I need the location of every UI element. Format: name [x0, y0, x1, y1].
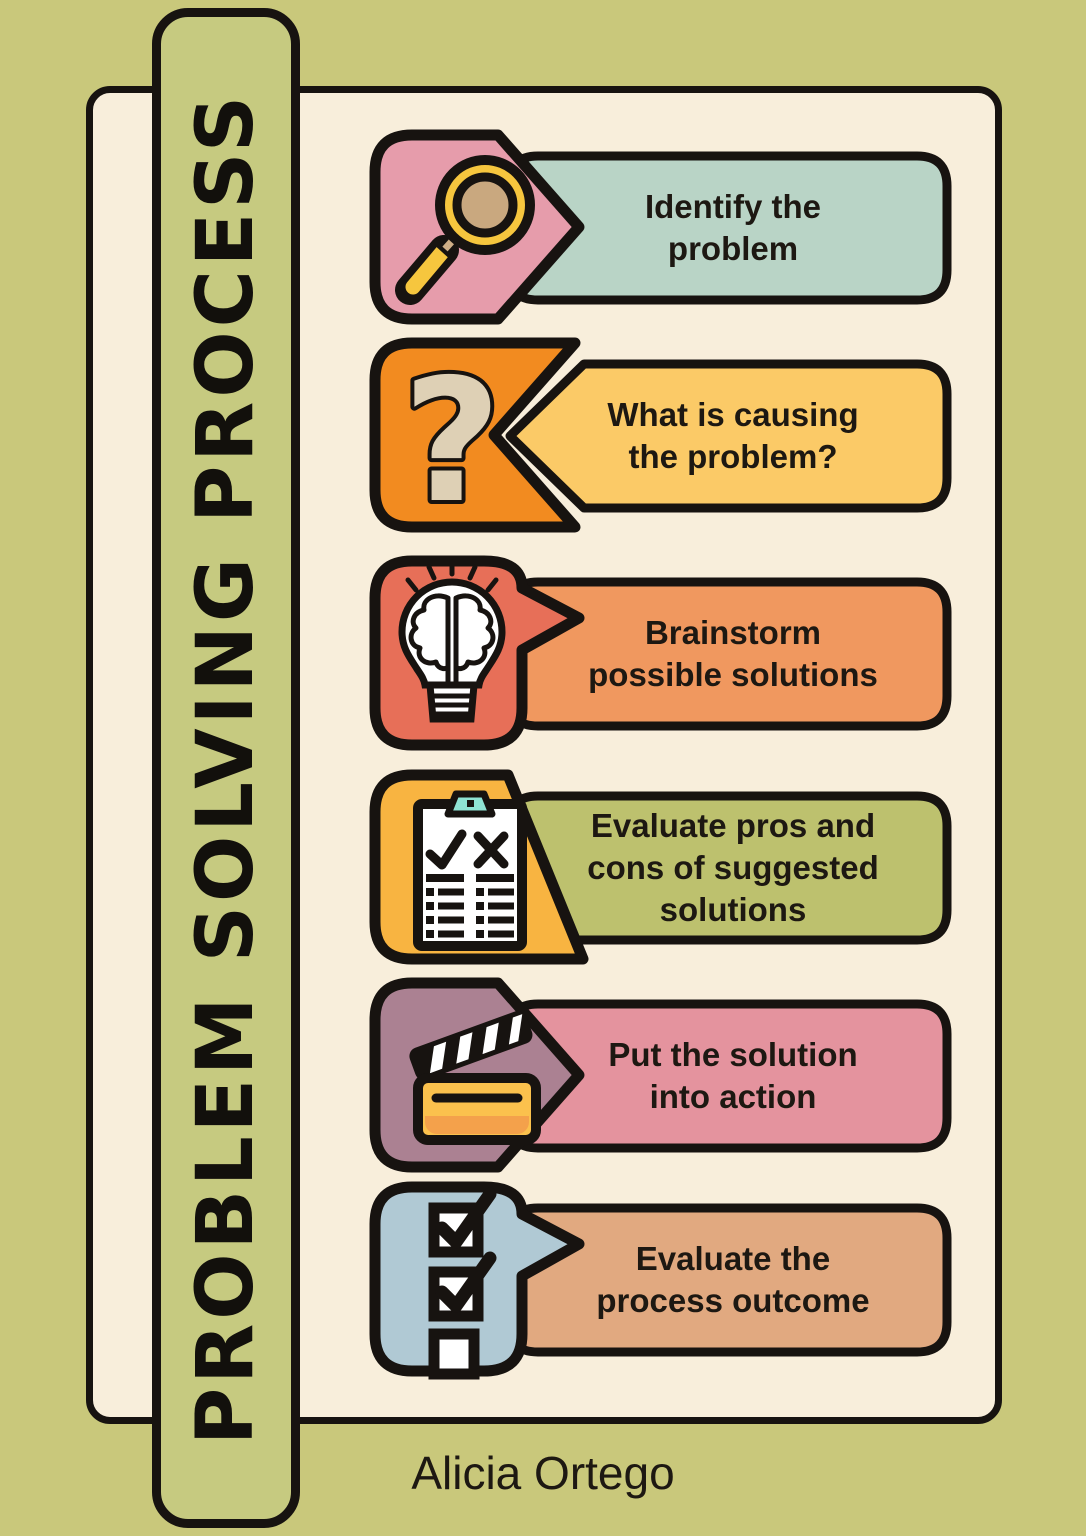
poster-title: PROBLEM SOLVING PROCESS	[181, 91, 271, 1445]
step-row-evaluate-pros-cons: Evaluate pros and cons of suggested solu…	[368, 768, 968, 970]
question-mark-icon: ?	[368, 336, 586, 545]
clapperboard-icon	[368, 976, 586, 1174]
step-row-identify: Identify the problem	[368, 128, 968, 330]
svg-text:?: ?	[403, 343, 502, 541]
step-label: Evaluate pros and cons of suggested solu…	[587, 807, 879, 928]
step-row-evaluate-outcome: Evaluate the process outcome	[368, 1180, 968, 1382]
clipboard-checklist-icon	[368, 768, 586, 966]
step-label: Put the solution into action	[608, 1036, 858, 1115]
step-row-cause: What is causing the problem? ?	[368, 336, 968, 545]
magnifying-glass-icon	[368, 128, 586, 326]
step-row-brainstorm: Brainstorm possible solutions	[368, 554, 968, 756]
step-label: Identify the problem	[644, 188, 821, 267]
step-row-action: Put the solution into action	[368, 976, 968, 1178]
step-label: Evaluate the process outcome	[596, 1240, 870, 1319]
checklist-icon	[368, 1180, 586, 1380]
title-bar: PROBLEM SOLVING PROCESS	[152, 8, 300, 1528]
author-name: Alicia Ortego	[411, 1447, 675, 1499]
step-label: What is causing the problem?	[607, 396, 859, 475]
brain-lightbulb-icon	[368, 554, 586, 752]
step-label: Brainstorm possible solutions	[588, 614, 878, 693]
